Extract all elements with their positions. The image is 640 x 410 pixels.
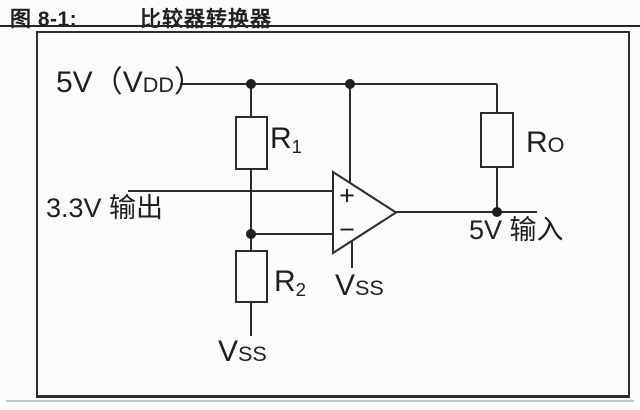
opamp-plus-input-sign: + (339, 180, 355, 211)
page-edge-line (6, 400, 634, 402)
resistor-r1-body (235, 116, 268, 170)
title-underline (0, 25, 640, 27)
r2-base: R (274, 265, 296, 298)
opamp-minus-input-sign: − (339, 214, 355, 245)
junction-dot-output (492, 207, 502, 217)
opamp-vss-label: VSS (335, 271, 384, 301)
opamp-vss-smallcaps: SS (355, 275, 384, 300)
junction-dot-opamp-vdd (345, 79, 355, 89)
r2-subscript: 2 (295, 279, 307, 301)
resistor-ro-label: RO (526, 128, 564, 158)
r2-vss-smallcaps: SS (238, 341, 267, 366)
supply-voltage-pre: 5V（V (56, 66, 143, 99)
supply-voltage-post: ） (173, 66, 204, 99)
opamp-vss-base: V (335, 269, 356, 302)
resistor-r2-label: R2 (274, 267, 306, 300)
resistor-ro-body (480, 112, 514, 168)
resistor-r2-body (235, 250, 268, 303)
output-signal-label: 5V 输入 (469, 215, 564, 245)
r1-subscript: 1 (291, 136, 303, 158)
r2-vss-label: VSS (218, 337, 267, 367)
junction-dot-r1 (246, 79, 256, 89)
ro-smallcaps: O (547, 132, 565, 157)
ro-base: R (526, 126, 548, 159)
r2-vss-base: V (218, 335, 239, 368)
input-signal-label: 3.3V 输出 (46, 193, 164, 223)
supply-voltage-label: 5V（VDD） (56, 68, 204, 98)
diagram-frame (36, 31, 630, 398)
junction-dot-divider (246, 229, 256, 239)
r1-base: R (270, 122, 292, 155)
resistor-r1-label: R1 (270, 124, 302, 157)
supply-voltage-smallcaps: DD (142, 72, 174, 97)
opamp-triangle (332, 170, 398, 255)
